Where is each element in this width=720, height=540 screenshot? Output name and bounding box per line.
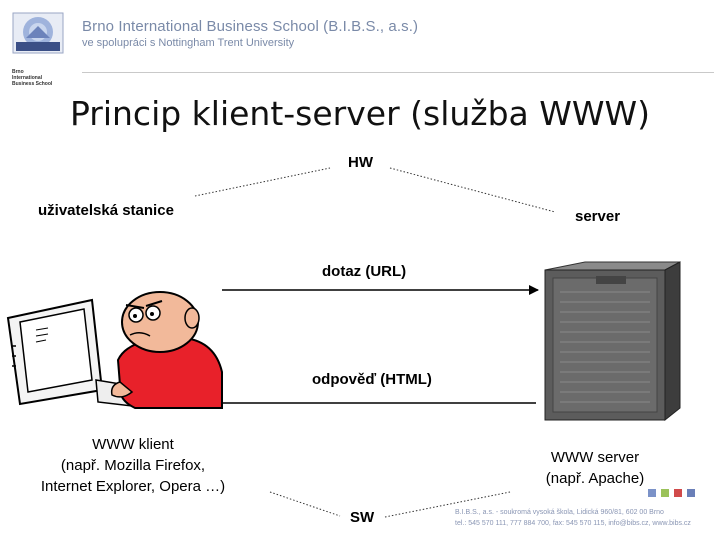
header-divider: [82, 72, 714, 73]
sw-label: SW: [350, 509, 375, 526]
client-description: WWW klient (např. Mozilla Firefox, Inter…: [14, 434, 252, 497]
station-label: uživatelská stanice: [38, 202, 174, 219]
query-label: dotaz (URL): [322, 263, 407, 280]
server-line-1: WWW server: [550, 449, 640, 466]
footer-contact: B.I.B.S., a.s. - soukromá vysoká škola, …: [455, 507, 691, 529]
school-name: Brno International Business School (B.I.…: [82, 18, 419, 35]
client-line-1: WWW klient: [92, 436, 174, 453]
client-line-2: (např. Mozilla Firefox,: [60, 457, 206, 474]
footer-square-4: [687, 489, 695, 497]
response-label: odpověď (HTML): [312, 371, 432, 388]
slide-title: Princip klient-server (služba WWW): [69, 94, 651, 133]
logo-line-2: International: [12, 75, 43, 81]
server-tower-illustration: [544, 261, 681, 422]
sw-connector-left: [269, 491, 341, 517]
school-subtitle: ve spolupráci s Nottingham Trent Univers…: [82, 37, 295, 49]
footer-square-2: [661, 489, 669, 497]
client-line-3: Internet Explorer, Opera …): [40, 478, 226, 495]
footer-square-1: [648, 489, 656, 497]
logo-line-1: Brno: [12, 69, 24, 75]
server-line-2: (např. Apache): [545, 470, 645, 487]
footer-line-2: tel.: 545 570 111, 777 884 700, fax: 545…: [455, 520, 691, 527]
hw-connector-left: [194, 167, 331, 197]
hw-label: HW: [348, 154, 373, 171]
footer-square-3: [674, 489, 682, 497]
server-description: WWW server (např. Apache): [530, 447, 660, 489]
school-logo: Brno International Business School: [12, 12, 64, 87]
logo-line-3: Business School: [12, 81, 53, 87]
footer-line-1: B.I.B.S., a.s. - soukromá vysoká škola, …: [455, 509, 664, 516]
user-computer-illustration: [6, 291, 223, 409]
hw-connector-right: [389, 167, 556, 213]
sw-connector-right: [384, 491, 511, 518]
server-label: server: [575, 208, 621, 225]
